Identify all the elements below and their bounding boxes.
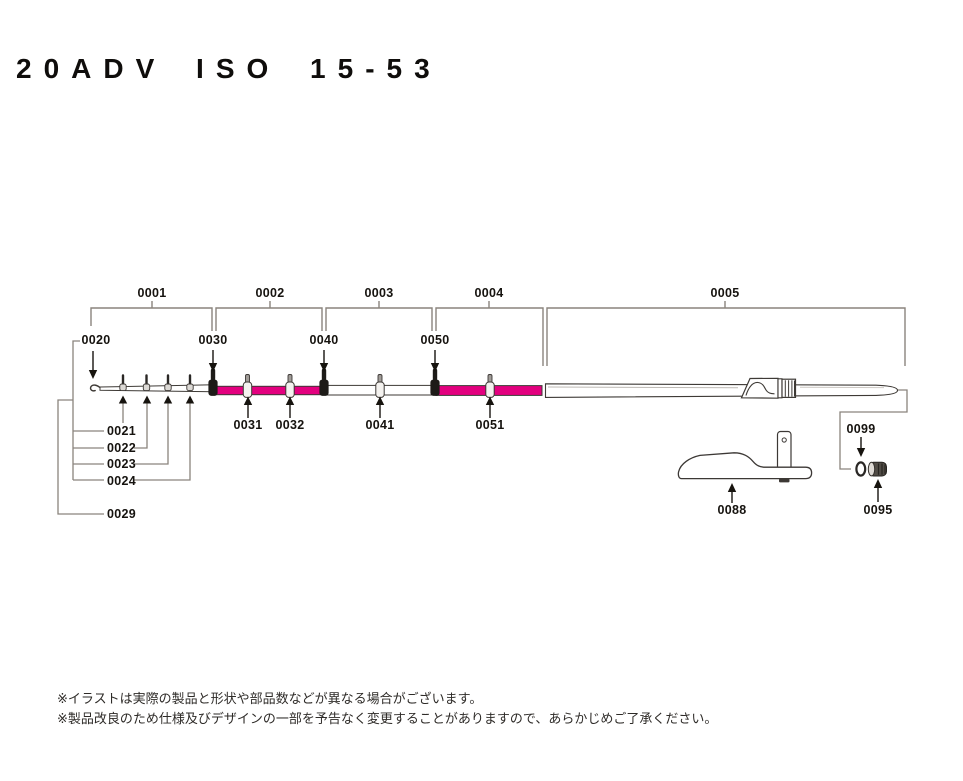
part-label-0030: 0030 xyxy=(198,333,228,347)
arrow-0020 xyxy=(88,351,98,379)
guide-0023 xyxy=(164,374,172,392)
butt-highlight-line xyxy=(547,386,739,389)
butt-end-leader-line xyxy=(839,389,908,470)
arrow-0021 xyxy=(118,395,128,404)
arrow-0030 xyxy=(208,350,218,372)
guide-0030 xyxy=(208,368,218,396)
arrow-0099 xyxy=(856,437,866,457)
guide-0041 xyxy=(375,374,385,398)
disclaimer-line-1: ※イラストは実際の製品と形状や部品数などが異なる場合がございます。 xyxy=(57,691,483,706)
arrow-0041 xyxy=(375,396,385,418)
guide-0024 xyxy=(186,374,194,392)
arrow-0040 xyxy=(319,350,329,372)
arrow-0032 xyxy=(285,396,295,418)
arrow-0031 xyxy=(243,396,253,418)
part-label-0095: 0095 xyxy=(863,503,893,517)
rod-section-1 xyxy=(99,384,215,393)
part-label-0023: 0023 xyxy=(107,457,137,471)
section-label-0003: 0003 xyxy=(364,286,394,300)
section-brackets xyxy=(90,301,906,366)
part-label-0040: 0040 xyxy=(309,333,339,347)
guide-0040 xyxy=(319,368,329,396)
rod-tip-hook xyxy=(89,384,102,392)
disclaimer-notes: ※イラストは実際の製品と形状や部品数などが異なる場合がございます。 ※製品改良の… xyxy=(57,689,717,729)
arrow-0024 xyxy=(185,395,195,404)
guide-0031 xyxy=(242,374,253,398)
joint-guides xyxy=(208,368,440,396)
reel-seat xyxy=(740,377,797,399)
guide-0051 xyxy=(485,374,495,398)
part-label-0024: 0024 xyxy=(107,474,137,488)
part-label-0032: 0032 xyxy=(275,418,305,432)
part-label-0022: 0022 xyxy=(107,441,137,455)
rod-section-2 xyxy=(216,385,321,396)
part-label-0099: 0099 xyxy=(846,422,876,436)
part-0095-butt-cap xyxy=(867,461,887,477)
left-leader-lines xyxy=(57,340,191,515)
part-label-0031: 0031 xyxy=(233,418,263,432)
section-label-0001: 0001 xyxy=(137,286,167,300)
part-label-0041: 0041 xyxy=(365,418,395,432)
arrow-0023 xyxy=(163,395,173,404)
disclaimer-line-2: ※製品改良のため仕様及びデザインの一部を予告なく変更することがありますので、あら… xyxy=(57,711,718,726)
guide-0021 xyxy=(119,374,127,392)
part-label-0051: 0051 xyxy=(475,418,505,432)
arrow-0051 xyxy=(485,396,495,418)
part-label-0050: 0050 xyxy=(420,333,450,347)
part-label-0020: 0020 xyxy=(81,333,111,347)
part-0099-ring xyxy=(855,461,867,477)
section-label-0004: 0004 xyxy=(474,286,504,300)
section-label-0005: 0005 xyxy=(710,286,740,300)
part-label-0021: 0021 xyxy=(107,424,137,438)
part-label-0088: 0088 xyxy=(717,503,747,517)
callout-arrows xyxy=(88,350,883,503)
part-0088-reel-seat xyxy=(677,430,813,483)
section-label-0002: 0002 xyxy=(255,286,285,300)
arrow-0088 xyxy=(727,483,737,503)
arrow-0095 xyxy=(873,479,883,502)
guide-0022 xyxy=(142,374,151,392)
guide-0032 xyxy=(285,374,295,398)
guide-0050 xyxy=(430,368,440,396)
model-title: 20ADV ISO 15-53 xyxy=(16,53,442,84)
part-label-0029: 0029 xyxy=(107,507,137,521)
rod-section-5-butt xyxy=(544,383,899,398)
arrow-0022 xyxy=(142,395,152,404)
arrow-0050 xyxy=(430,350,440,372)
tip-guides xyxy=(119,374,194,392)
